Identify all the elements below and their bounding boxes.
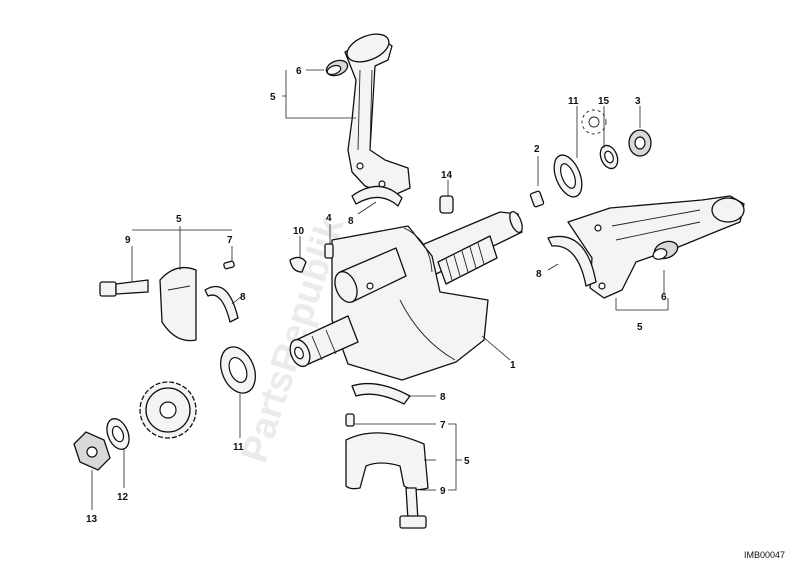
callout-8-bottom: 8 — [440, 392, 446, 403]
callout-5-bottom: 5 — [464, 456, 470, 467]
callout-5-top: 5 — [270, 92, 276, 103]
washer-12 — [106, 418, 130, 450]
callout-7-left: 7 — [227, 235, 233, 246]
callout-8-right: 8 — [536, 269, 542, 280]
dowel-left — [223, 260, 235, 270]
plug-2 — [529, 190, 545, 208]
callout-5-left: 5 — [176, 214, 182, 225]
nut-3 — [628, 129, 652, 157]
callout-4: 4 — [326, 213, 332, 224]
callout-9-left: 9 — [125, 235, 131, 246]
thrust-washer-left — [220, 346, 256, 394]
callout-15: 15 — [598, 96, 610, 107]
callout-11-right: 11 — [568, 96, 579, 107]
callout-13: 13 — [86, 514, 98, 525]
dowel-bottom — [345, 413, 355, 427]
bearing-shell-right — [547, 235, 597, 287]
callout-8-left: 8 — [240, 292, 246, 303]
callout-7-bottom: 7 — [440, 420, 446, 431]
bearing-shell-top — [351, 185, 403, 207]
connecting-rod-top — [344, 33, 411, 197]
callout-12: 12 — [117, 492, 129, 503]
leader-lines — [91, 69, 669, 510]
callout-6-right: 6 — [661, 292, 667, 303]
callout-10: 10 — [293, 226, 305, 237]
bearing-shell-bottom — [351, 382, 411, 405]
pin-4 — [324, 243, 334, 259]
spacer-15 — [599, 144, 619, 170]
callout-labels: 6 5 8 4 10 14 2 11 15 3 8 6 5 1 5 9 7 8 … — [86, 66, 667, 525]
rod-cap-left — [159, 266, 197, 342]
callout-2: 2 — [534, 144, 540, 155]
bearing-shell-left — [204, 285, 239, 323]
callout-9-bottom: 9 — [440, 486, 446, 497]
nut-13 — [73, 431, 111, 471]
timing-gear — [139, 381, 197, 439]
plug-10 — [289, 256, 307, 273]
bolt-left — [99, 279, 149, 297]
callout-1: 1 — [510, 360, 516, 371]
small-end-bush-right — [652, 240, 679, 260]
small-end-bush-top — [325, 59, 349, 77]
rod-cap-bottom — [345, 432, 429, 491]
drawing-code: IMB00047 — [744, 550, 785, 560]
gear-symbol-icon — [581, 109, 607, 135]
callout-8-top: 8 — [348, 216, 354, 227]
callout-5-right: 5 — [637, 322, 643, 333]
crankshaft — [289, 210, 523, 381]
callout-11-left: 11 — [233, 442, 244, 453]
callout-3: 3 — [635, 96, 641, 107]
callout-14: 14 — [441, 170, 453, 181]
plug-14 — [439, 195, 454, 214]
thrust-washer-right — [553, 154, 583, 198]
bolt-bottom — [399, 487, 427, 529]
callout-6-top: 6 — [296, 66, 302, 77]
